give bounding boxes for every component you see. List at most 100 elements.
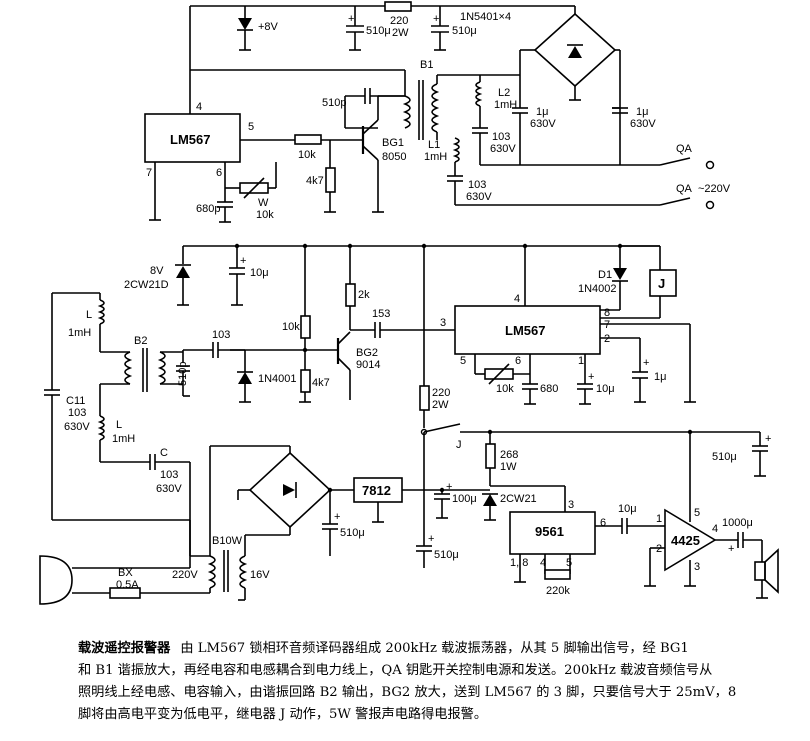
caption-line-3: 照明线上经电感、电容输入，由谐振回路 B2 输出，BG2 放大，送到 LM567… [78,685,737,700]
label-c510u-right: 510μ [712,451,737,463]
label-c10k-pot: 10k [496,383,514,395]
label-c10u-b: 10μ [596,383,615,395]
ic-9561 [509,511,596,555]
resistor-220-top [384,1,412,12]
label-w: W [258,197,269,209]
label-c11-val: 103 [68,407,86,419]
label-zener2: 2CW21 [500,493,537,505]
label-pin2-amp: 2 [656,543,662,555]
label-r220k: 220k [546,585,570,597]
svg-text:+: + [348,13,354,25]
label-pin3-9561: 3 [568,499,574,511]
speaker-icon [754,561,766,581]
label-r220-mid-w: 2W [432,399,449,411]
label-d1: D1 [598,269,612,281]
svg-text:+: + [446,481,452,493]
label-bx-val: 0.5A [116,579,139,591]
svg-text:+: + [240,255,246,267]
label-c11: C11 [66,395,85,407]
svg-text:+: + [765,433,771,445]
label-zener-v: 8V [150,265,164,277]
label-pin7-top: 7 [146,167,152,179]
power-audio-section: 7812 + 510μ + 510μ 100μ + 2CW21 [39,432,779,605]
label-r268-w: 1W [500,461,517,473]
label-r10k-mid: 10k [282,321,300,333]
label-lm567-mid: LM567 [505,323,545,338]
label-lm567-top: LM567 [170,132,210,147]
label-r220-top-w: 2W [392,27,409,39]
label-r268: 268 [500,449,518,461]
label-j-sw: J [456,439,462,451]
label-c510-2: 510μ [452,25,477,37]
label-qa1: QA [676,143,693,155]
label-l-a: L [86,309,92,321]
svg-text:+: + [334,511,340,523]
label-c11-v: 630V [64,421,90,433]
label-qa2: QA [676,183,693,195]
label-r4k7-mid: 4k7 [312,377,330,389]
relay-j [649,269,677,297]
label-pin5-amp: 5 [694,507,700,519]
label-c100u: 100μ [452,493,477,505]
label-c1000u: 1000μ [722,517,753,529]
label-bridge-top: 1N5401×4 [460,11,511,23]
label-c153: 153 [372,308,390,320]
label-d1n4001: 1N4001 [258,373,297,385]
label-l1-val: 1mH [424,151,447,163]
label-pin1-mid: 1 [578,355,584,367]
label-relay-j: J [658,276,665,291]
circuit-schematic: +8V 510μ + 220 2W + 510μ 1N5401×4 [39,1,779,605]
label-c510u-b: 510μ [434,549,459,561]
plug-icon [39,555,73,605]
label-pin5-mid: 5 [460,355,466,367]
svg-text:+: + [433,13,439,25]
receiver-section: 8V 2CW21D + 10μ D1 1N4002 J 2k 10k [44,243,771,560]
label-b1: B1 [420,59,433,71]
label-l1: L1 [428,139,440,151]
label-pin7-mid: 7 [604,319,610,331]
caption-title: 载波遥控报警器 [78,641,171,656]
label-bg1: BG1 [382,137,404,149]
label-bg1-type: 8050 [382,151,406,163]
label-r2k: 2k [358,289,370,301]
label-w-val: 10k [256,209,274,221]
label-pin5-top: 5 [248,121,254,133]
label-pin5-9561: 5 [566,557,572,569]
svg-text:+: + [643,357,649,369]
label-bx: BX [118,567,133,579]
label-l-a-val: 1mH [68,327,91,339]
label-pin4-9561: 4 [540,557,546,569]
label-c-v: 630V [156,483,182,495]
label-c1u-a-v: 630V [530,118,556,130]
label-c1u-b: 1μ [636,106,648,118]
label-pin6-9561: 6 [600,517,606,529]
label-v220-b: 220V [172,569,198,581]
label-c510p: 510p [322,97,346,109]
label-c1u-a: 1μ [536,106,548,118]
label-pin2-mid: 2 [604,333,610,345]
label-pin4-mid: 4 [514,293,520,305]
label-l2: L2 [498,87,510,99]
label-r10k-top: 10k [298,149,316,161]
caption-line-2: 和 B1 谐振放大，再经电容和电感耦合到电力线上，QA 钥匙开关控制电源和发送。… [78,663,713,678]
caption: 载波遥控报警器由 LM567 锁相环音频译码器组成 200kHz 载波振荡器，从… [78,638,802,726]
label-l-b-val: 1mH [112,433,135,445]
label-220v-top: ~220V [698,183,731,195]
label-c10u-c: 10μ [618,503,637,515]
lm567-chip-top [144,113,241,163]
caption-line-1: 载波遥控报警器由 LM567 锁相环音频译码器组成 200kHz 载波振荡器，从… [78,638,802,660]
label-r4k7-top: 4k7 [306,175,324,187]
label-c-val: 103 [160,469,178,481]
label-pin18: 1, 8 [510,557,528,569]
label-zener-type: 2CW21D [124,279,169,291]
caption-text-1: 由 LM567 锁相环音频译码器组成 200kHz 载波振荡器，从其 5 脚输出… [180,641,689,656]
label-bg2: BG2 [356,347,378,359]
label-pin1-amp: 1 [656,513,662,525]
label-pin6-top: 6 [216,167,222,179]
label-amp4425: 4425 [671,533,700,548]
label-pin6-mid: 6 [515,355,521,367]
label-l-b: L [116,419,122,431]
label-pin4-top: 4 [196,101,202,113]
label-v16: 16V [250,569,270,581]
transmitter-section: +8V 510μ + 220 2W + 510μ 1N5401×4 [144,1,731,223]
